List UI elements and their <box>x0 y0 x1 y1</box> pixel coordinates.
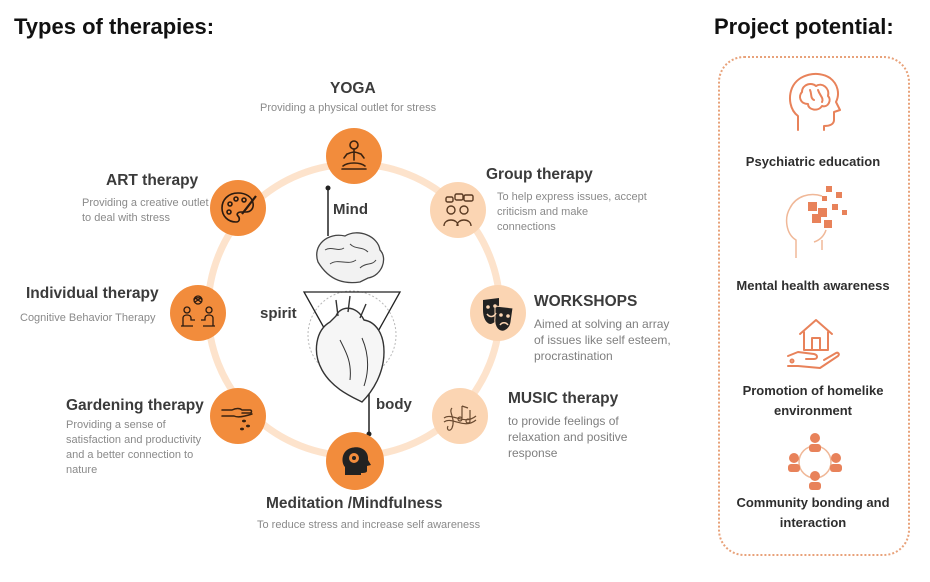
yoga-title: YOGA <box>330 80 376 97</box>
individual-therapy-title: Individual therapy <box>26 285 159 302</box>
yoga-desc: Providing a physical outlet for stress <box>260 102 437 114</box>
side-title: Project potential: <box>714 14 894 39</box>
potential-item-mental-health-awareness: Mental health awareness <box>736 278 890 293</box>
mind-connector-dot <box>325 185 331 191</box>
counseling-session-icon <box>181 295 215 327</box>
meditation-node <box>326 432 384 490</box>
potential-item-homelike-environment: Promotion of homelike environment <box>742 383 884 418</box>
brain-head-icon <box>789 72 841 131</box>
house-hand-icon <box>787 319 840 369</box>
art-therapy-title: ART therapy <box>106 172 199 189</box>
music-notes-icon <box>443 405 477 431</box>
individual-therapy-desc: Cognitive Behavior Therapy <box>20 312 156 324</box>
group-therapy-title: Group therapy <box>486 166 593 183</box>
project-potential-panel <box>718 56 910 556</box>
heart-sketch-icon <box>315 295 385 403</box>
group-therapy-desc: To help express issues, accept criticism… <box>497 191 647 233</box>
gardening-desc: Providing a sense of satisfaction and pr… <box>66 419 202 476</box>
art-therapy-node <box>210 180 266 236</box>
music-therapy-node <box>432 388 488 444</box>
body-label: body <box>376 396 412 413</box>
spirit-label: spirit <box>260 305 297 322</box>
paint-palette-icon <box>221 192 257 223</box>
workshops-title: WORKSHOPS <box>534 293 638 310</box>
yoga-pose-icon <box>341 140 367 170</box>
yoga-node <box>326 128 382 184</box>
potential-item-psychiatric-education: Psychiatric education <box>745 154 881 169</box>
music-therapy-desc: to provide feelings of relaxation and po… <box>508 414 628 460</box>
puzzle-head-icon <box>785 186 847 258</box>
potential-item-community-bonding: Community bonding and interaction <box>736 495 890 530</box>
workshops-node <box>470 285 526 341</box>
main-title: Types of therapies: <box>14 14 215 39</box>
workshops-desc: Aimed at solving an array of issues like… <box>534 317 671 363</box>
brain-sketch-icon <box>316 232 385 284</box>
community-circle-icon <box>788 433 842 490</box>
meditation-title: Meditation /Mindfulness <box>266 495 443 512</box>
group-talk-icon <box>443 193 474 227</box>
group-therapy-node <box>430 182 486 238</box>
gardening-title: Gardening therapy <box>66 397 204 414</box>
mind-label: Mind <box>333 201 368 218</box>
gardening-node <box>210 388 266 444</box>
music-therapy-title: MUSIC therapy <box>508 390 619 407</box>
theater-masks-icon <box>483 298 514 332</box>
art-therapy-desc: Providing a creative outlet to deal with… <box>82 197 209 224</box>
meditation-desc: To reduce stress and increase self aware… <box>257 519 481 531</box>
individual-therapy-node <box>170 285 226 341</box>
hand-seeds-icon <box>221 407 253 431</box>
mind-head-icon <box>342 447 371 475</box>
